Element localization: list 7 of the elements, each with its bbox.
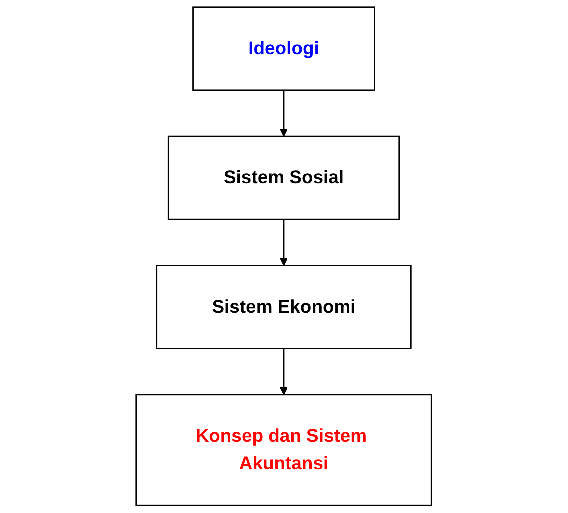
node-box: Konsep dan Sistem Akuntansi [136, 394, 432, 506]
node-box: Sistem Ekonomi [156, 265, 412, 350]
arrow [280, 348, 288, 396]
arrow [280, 90, 288, 137]
node-box: Sistem Sosial [168, 136, 400, 220]
node-box: Ideologi [192, 6, 376, 92]
arrow [280, 220, 288, 266]
